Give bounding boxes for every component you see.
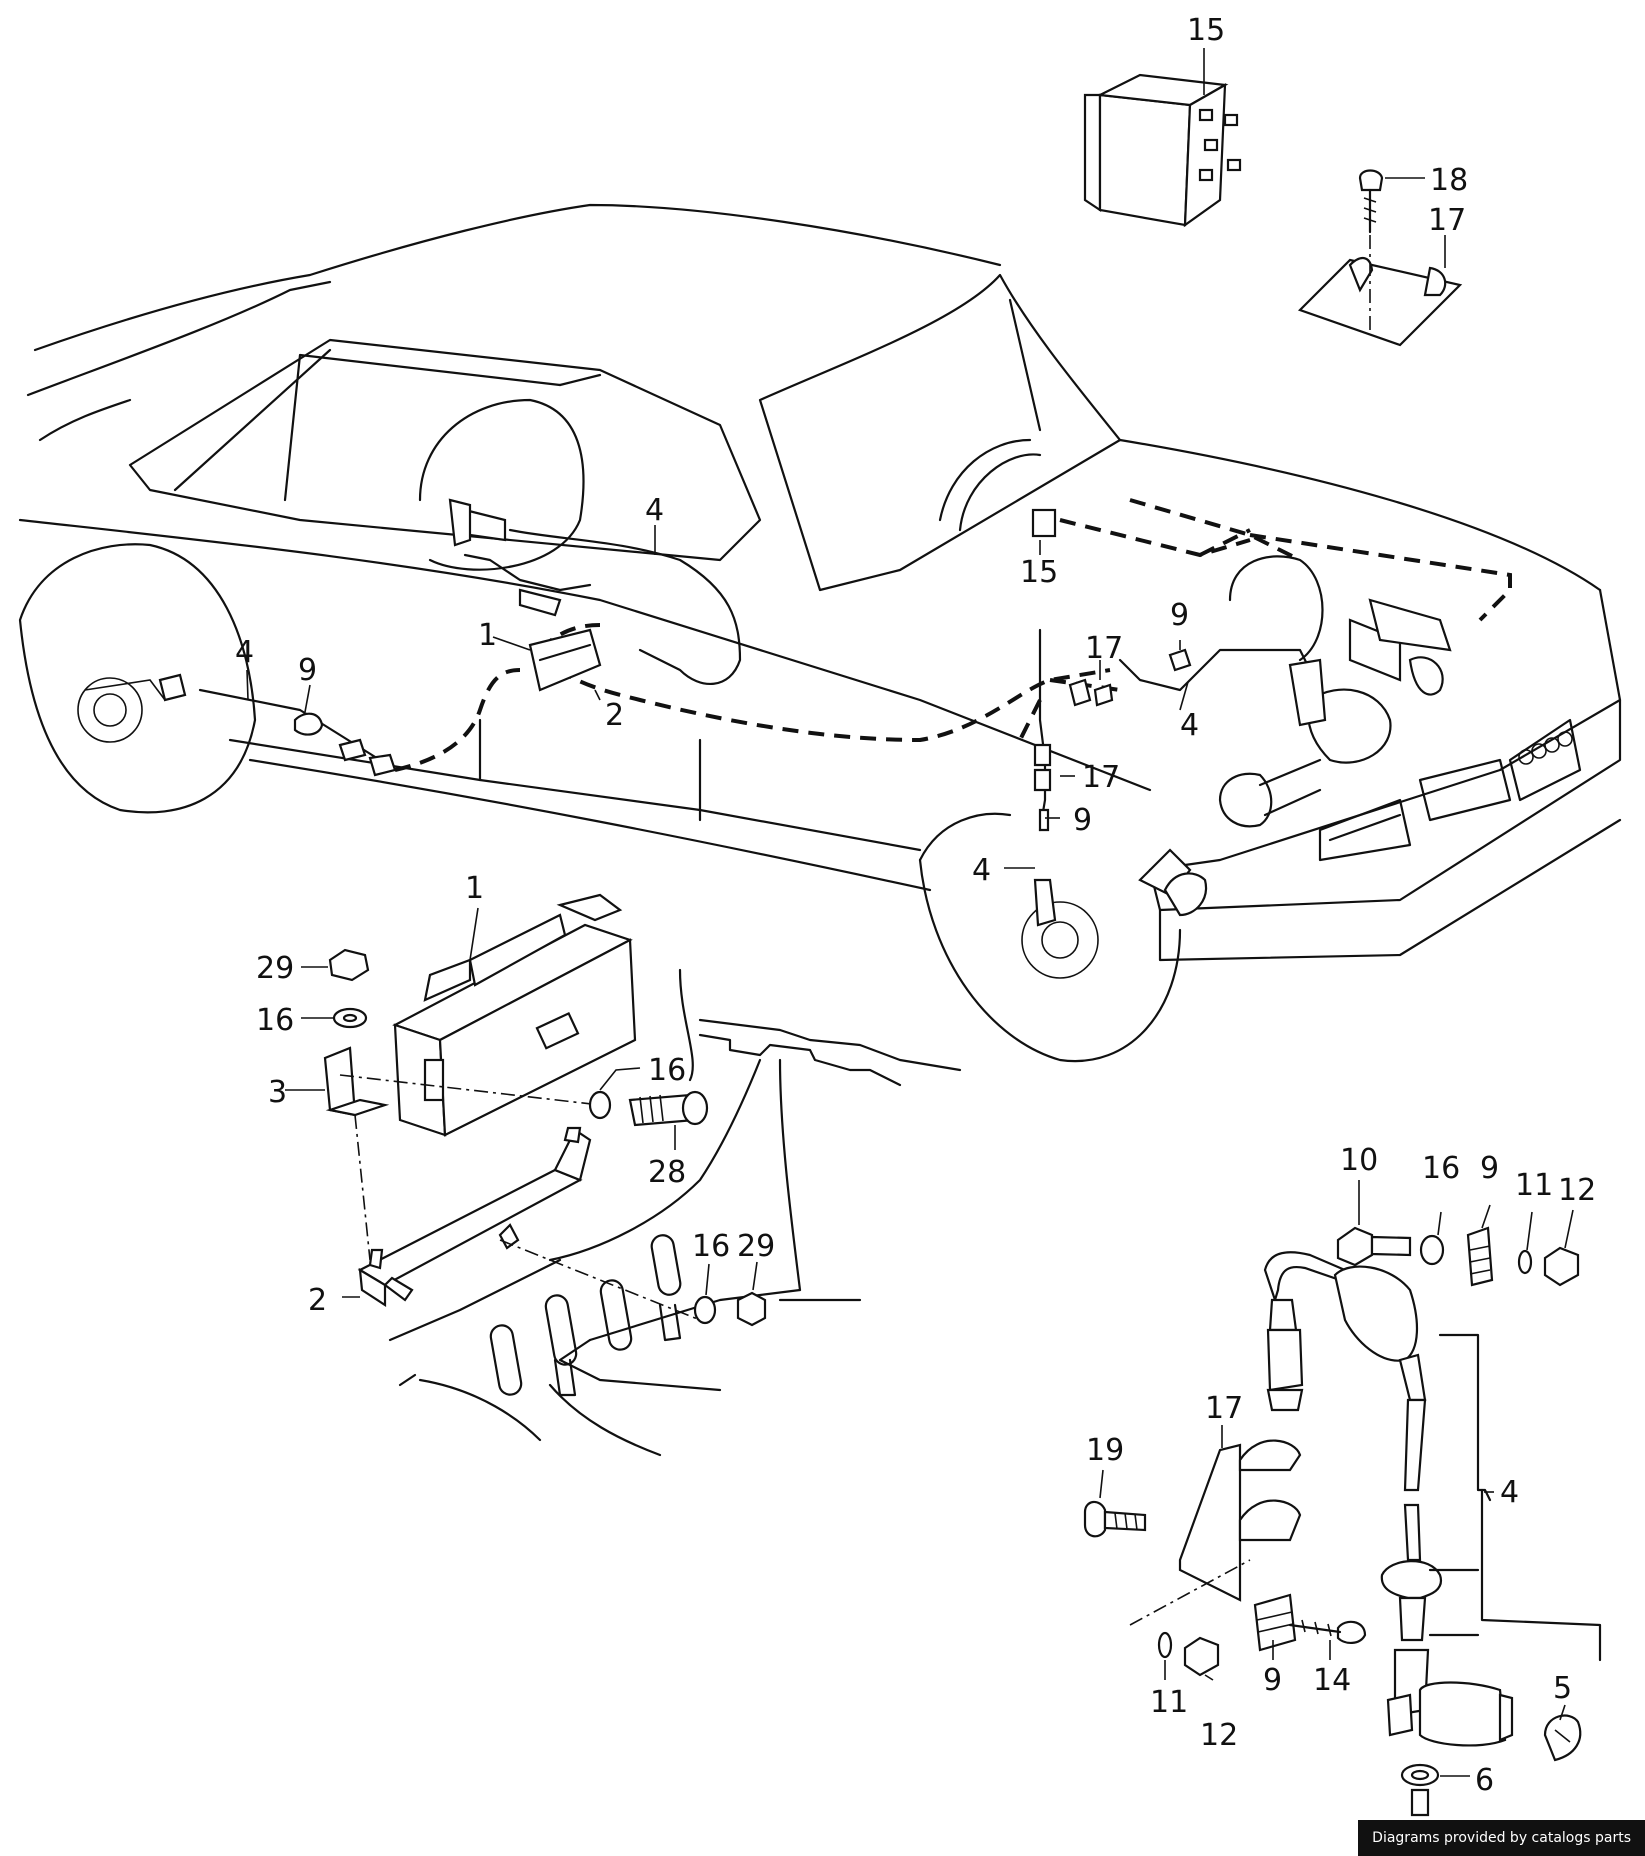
car-components xyxy=(158,498,1327,927)
callout-1-bat: 1 xyxy=(465,871,484,906)
callout-11-e: 11 xyxy=(1150,1685,1188,1720)
callout-4-rear: 4 xyxy=(645,493,664,528)
control-unit-1 xyxy=(392,893,637,1137)
callout-17-mid: 17 xyxy=(1085,631,1123,666)
callout-9-e: 9 xyxy=(1263,1663,1282,1698)
callout-15-mid: 15 xyxy=(1020,555,1058,590)
bracket-3-hardware xyxy=(323,948,709,1261)
callout-17-top: 17 xyxy=(1428,203,1466,238)
callout-9-lower: 9 xyxy=(1073,803,1092,838)
credit-banner: Diagrams provided by catalogs parts xyxy=(1358,1820,1645,1856)
sensor-4-detail xyxy=(1263,1226,1602,1817)
callout-9-left: 9 xyxy=(298,653,317,688)
car-body xyxy=(18,203,1622,1063)
callout-17-lower: 17 xyxy=(1082,760,1120,795)
mounting-bracket-2 xyxy=(357,1126,592,1308)
callout-14: 14 xyxy=(1313,1663,1351,1698)
callout-5: 5 xyxy=(1553,1671,1572,1706)
callout-6: 6 xyxy=(1475,1763,1494,1798)
callout-11-d: 11 xyxy=(1515,1168,1553,1203)
callout-4-mid: 4 xyxy=(1180,708,1199,743)
callout-10: 10 xyxy=(1340,1143,1378,1178)
relay-15-detail xyxy=(1083,73,1242,228)
callout-1-mid: 1 xyxy=(478,618,497,653)
callout-15-top: 15 xyxy=(1187,13,1225,48)
callout-12-e: 12 xyxy=(1200,1718,1238,1753)
callout-19: 19 xyxy=(1086,1433,1124,1468)
callout-29-b: 29 xyxy=(737,1229,775,1264)
callout-2-mid: 2 xyxy=(605,698,624,733)
callout-28: 28 xyxy=(648,1155,686,1190)
front-wheel xyxy=(918,812,1182,1063)
bracket-17-detail xyxy=(1297,169,1463,347)
callout-12-d: 12 xyxy=(1558,1173,1596,1208)
callout-9-d: 9 xyxy=(1480,1151,1499,1186)
callout-9-mid: 9 xyxy=(1170,598,1189,633)
audi-rings-icon xyxy=(1518,731,1573,765)
callout-16-b: 16 xyxy=(648,1053,686,1088)
callout-16-c: 16 xyxy=(692,1229,730,1264)
rear-wheel xyxy=(18,543,257,814)
bracket-17-lower-detail xyxy=(1083,1439,1367,1677)
callout-numbers: 15 18 17 4 15 1 2 4 9 17 9 4 17 9 4 1 29… xyxy=(235,13,1596,1798)
callout-2-bat: 2 xyxy=(308,1283,327,1318)
callout-17-d: 17 xyxy=(1205,1391,1243,1426)
callout-4-lower: 4 xyxy=(972,853,991,888)
callout-29-a: 29 xyxy=(256,951,294,986)
callout-16-a: 16 xyxy=(256,1003,294,1038)
wiring-harness xyxy=(394,498,1512,772)
callout-18: 18 xyxy=(1430,163,1468,198)
leader-lines xyxy=(246,48,1574,1777)
sensor-wires xyxy=(198,528,1322,832)
floor-pan xyxy=(388,968,962,1457)
callout-4-d: 4 xyxy=(1500,1475,1519,1510)
callout-16-d: 16 xyxy=(1422,1151,1460,1186)
callout-3: 3 xyxy=(268,1075,287,1110)
callout-4-left: 4 xyxy=(235,635,254,670)
